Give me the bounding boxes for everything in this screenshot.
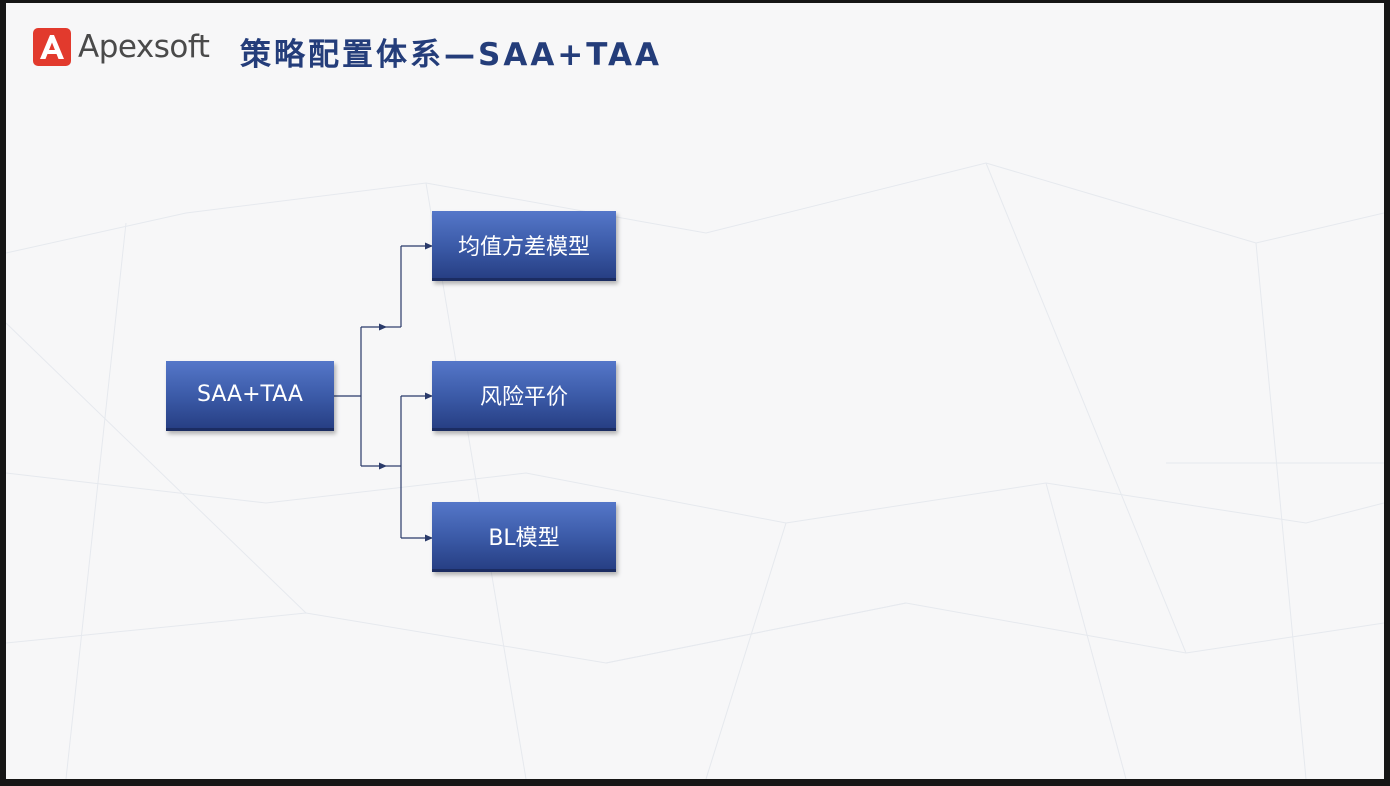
slide-title: 策略配置体系—SAA+TAA bbox=[240, 37, 663, 73]
connector-lines bbox=[334, 242, 433, 542]
slide: Apexsoft 策略配置体系—SAA+TAA SAA+TAA 均值方差模型 bbox=[6, 3, 1384, 779]
node-saa-taa: SAA+TAA bbox=[166, 361, 334, 431]
logo-a-glyph-icon bbox=[40, 35, 64, 59]
apexsoft-logo: Apexsoft bbox=[33, 28, 210, 66]
node-risk-parity: 风险平价 bbox=[432, 361, 616, 431]
background-network-pattern bbox=[6, 162, 1384, 779]
node-bl-model: BL模型 bbox=[432, 502, 616, 572]
logo-wordmark: Apexsoft bbox=[78, 29, 210, 65]
apexsoft-a-logo-icon bbox=[33, 28, 71, 66]
node-mean-variance-model: 均值方差模型 bbox=[432, 211, 616, 281]
